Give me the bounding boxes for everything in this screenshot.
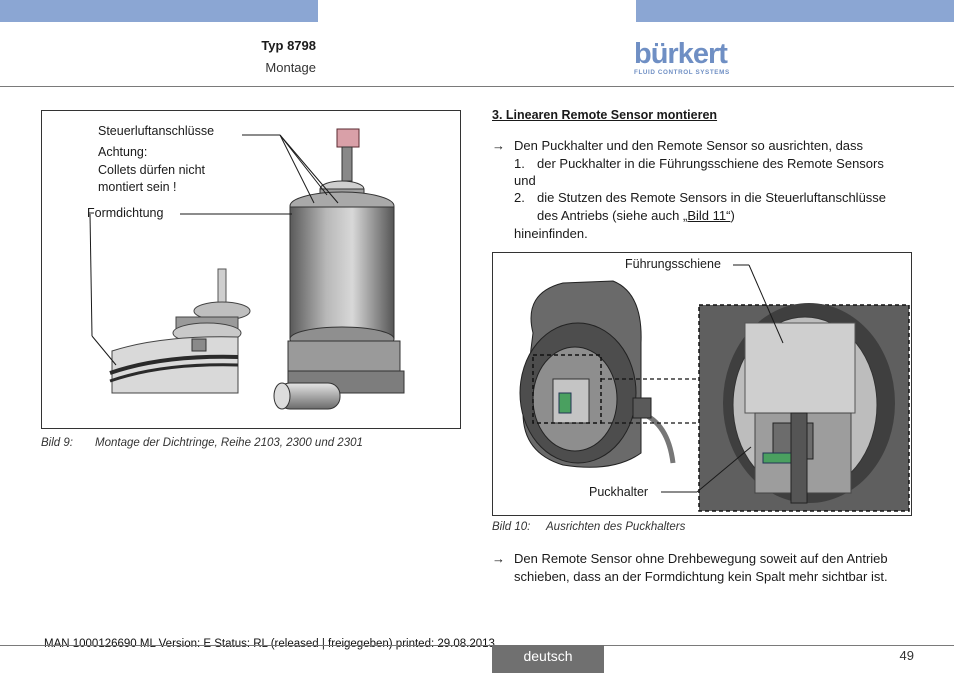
label-seal: Formdichtung <box>87 206 164 220</box>
zoom-detail-view <box>698 303 910 512</box>
figure-9-frame: Steuerluftanschlüsse Achtung: Collets dü… <box>41 110 461 429</box>
logo-tagline: FLUID CONTROL SYSTEMS <box>634 69 730 76</box>
section-heading: 3. Linearen Remote Sensor montieren <box>492 108 718 122</box>
arrow-icon: → <box>492 138 505 153</box>
section-name: Montage <box>265 60 316 75</box>
page-number: 49 <box>899 648 914 663</box>
logo-word: bürkert <box>634 38 728 70</box>
document-type: Typ 8798 <box>261 38 316 53</box>
step-1-text: der Puckhalter in die Führungsschiene de… <box>537 156 884 171</box>
figure-10-caption-text: Ausrichten des Puckhalters <box>546 521 686 533</box>
language-tab: deutsch <box>492 645 604 673</box>
step-2-line2-prefix: des Antriebs (siehe auch <box>537 208 683 223</box>
figure-9-caption-text: Montage der Dichtringe, Reihe 2103, 2300… <box>95 437 363 449</box>
zoom-connectors <box>601 378 699 424</box>
document-meta: MAN 1000126690 ML Version: E Status: RL … <box>44 638 495 650</box>
step-intro: Den Puckhalter und den Remote Sensor so … <box>514 138 864 153</box>
header-band-right <box>636 0 954 22</box>
step-1-continuation: und <box>514 173 536 188</box>
label-collets-line2: montiert sein ! <box>98 180 177 194</box>
figure-9-caption-number: Bild 9: <box>41 437 73 449</box>
final-step-line1: Den Remote Sensor ohne Drehbewegung sowe… <box>514 551 888 566</box>
step-2-number: 2. <box>514 190 525 205</box>
step-2-line2: des Antriebs (siehe auch „Bild 11“) <box>537 207 735 225</box>
sensor-assembly <box>273 128 405 410</box>
step-2-line2-suffix: ) <box>730 208 735 223</box>
figure-10-caption-number: Bild 10: <box>492 521 531 533</box>
label-puck-holder: Puckhalter <box>589 485 649 499</box>
arrow-icon-final: → <box>492 551 505 566</box>
buerkert-logo: bürkert FLUID CONTROL SYSTEMS <box>634 38 734 77</box>
label-guide-rail: Führungsschiene <box>625 257 721 271</box>
step-1-number: 1. <box>514 156 525 171</box>
figure-10-illustration <box>519 264 910 512</box>
overview-sensor-view <box>519 280 676 468</box>
detail-seal-view <box>109 268 251 394</box>
footer-rule <box>0 645 954 646</box>
label-attention: Achtung: <box>98 145 148 159</box>
header-band-left <box>0 0 318 22</box>
figure-11-link[interactable]: „Bild 11“ <box>682 208 731 223</box>
label-collets-line1: Collets dürfen nicht <box>98 163 206 177</box>
step-2-end: hineinfinden. <box>514 226 588 241</box>
label-control-air-ports: Steuerluftanschlüsse <box>98 124 215 138</box>
header-rule <box>0 86 954 87</box>
step-2-text: die Stutzen des Remote Sensors in die St… <box>537 190 887 205</box>
figure-9-illustration <box>89 128 405 410</box>
leader-lines <box>89 134 339 366</box>
figure-10-frame: Führungsschiene Puckhalter <box>492 252 912 516</box>
figure-10-leaders <box>661 264 784 493</box>
final-step-line2: schieben, dass an der Formdichtung kein … <box>514 569 888 584</box>
